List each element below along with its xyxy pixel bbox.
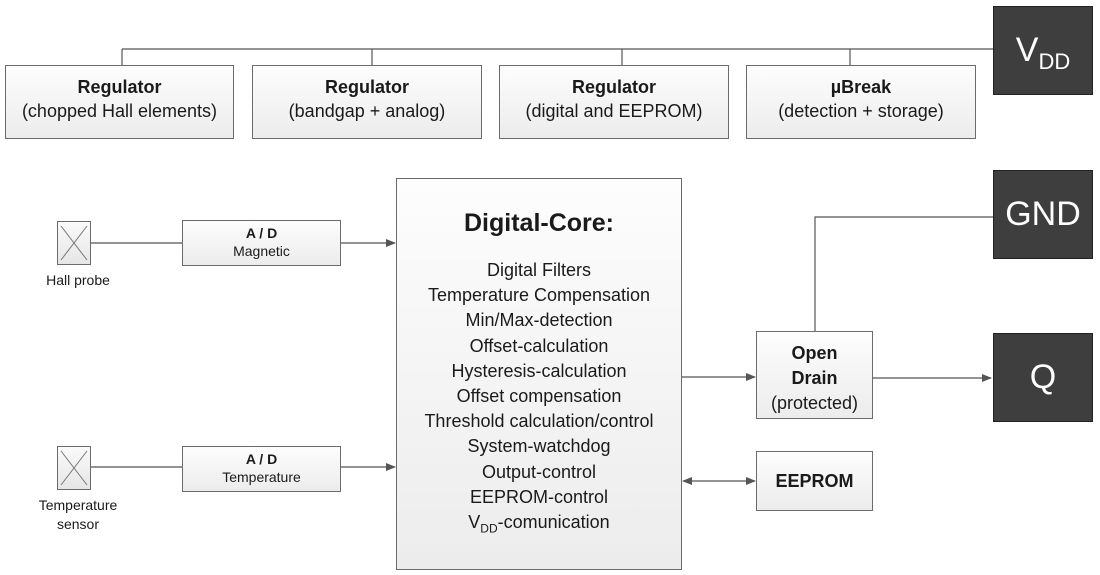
vdd-comm-subscript: DD	[480, 521, 498, 536]
vdd-comm-suffix: -comunication	[497, 512, 610, 533]
ad-temperature-title: A / D	[245, 451, 278, 467]
q-pin: Q	[993, 333, 1093, 422]
vdd-pin: VDD	[993, 6, 1093, 95]
temperature-sensor-label-line2: sensor	[56, 516, 100, 532]
ad-temperature-subtitle: Temperature	[222, 469, 301, 485]
digital-core-title: Digital-Core:	[464, 209, 614, 237]
vdd-pin-subscript: DD	[1038, 48, 1071, 74]
gnd-pin-label: GND	[1005, 195, 1081, 233]
vdd-comm-prefix: V	[468, 512, 481, 533]
regulator-subtitle: (chopped Hall elements)	[21, 101, 218, 121]
open-drain-to-gnd-line	[814, 216, 993, 331]
open-drain-line1: Open	[791, 343, 838, 363]
ad-magnetic-title: A / D	[245, 225, 278, 241]
open-drain-line3: (protected)	[770, 393, 859, 413]
core-function: Min/Max-detection	[465, 310, 613, 331]
ubreak-block: µBreak (detection + storage)	[746, 65, 976, 139]
ubreak-subtitle: (detection + storage)	[778, 101, 944, 121]
core-function: Temperature Compensation	[427, 285, 651, 306]
core-function: EEPROM-control	[469, 486, 609, 507]
ad-converter-temperature: A / D Temperature	[182, 446, 341, 492]
core-function: Digital Filters	[486, 260, 592, 280]
core-function: Offset compensation	[456, 386, 622, 407]
core-function-vdd-communication: VDD-comunication	[397, 510, 681, 542]
regulator-title: Regulator	[571, 77, 656, 97]
eeprom-label: EEPROM	[775, 471, 854, 491]
core-function: Offset-calculation	[469, 335, 609, 356]
ubreak-title: µBreak	[830, 77, 892, 97]
hall-probe-icon	[57, 221, 91, 265]
eeprom-block: EEPROM	[756, 451, 873, 511]
core-function: Output-control	[481, 461, 597, 482]
temperature-sensor-icon	[57, 446, 91, 490]
open-drain-line2: Drain	[791, 368, 838, 388]
vdd-pin-label: V	[1015, 31, 1039, 69]
hall-probe-label: Hall probe	[46, 272, 110, 288]
regulator-bandgap-analog: Regulator (bandgap + analog)	[252, 65, 482, 139]
gnd-pin: GND	[993, 170, 1093, 259]
regulator-subtitle: (digital and EEPROM)	[525, 101, 703, 121]
regulator-subtitle: (bandgap + analog)	[288, 101, 446, 121]
core-function: System-watchdog	[467, 436, 611, 457]
regulator-digital-eeprom: Regulator (digital and EEPROM)	[499, 65, 729, 139]
ad-converter-magnetic: A / D Magnetic	[182, 220, 341, 266]
core-function: Threshold calculation/control	[424, 411, 654, 432]
q-pin-label: Q	[1029, 358, 1057, 396]
digital-core-block: Digital-Core: Digital Filters Temperatur…	[396, 178, 682, 570]
temperature-sensor-label: Temperature sensor	[18, 496, 138, 534]
temperature-sensor-label-line1: Temperature	[38, 497, 118, 513]
ad-magnetic-subtitle: Magnetic	[233, 243, 290, 259]
open-drain-block: Open Drain (protected)	[756, 331, 873, 419]
regulator-chopped-hall: Regulator (chopped Hall elements)	[5, 65, 234, 139]
regulator-title: Regulator	[324, 77, 409, 97]
core-function: Hysteresis-calculation	[451, 360, 627, 381]
regulator-title: Regulator	[77, 77, 162, 97]
